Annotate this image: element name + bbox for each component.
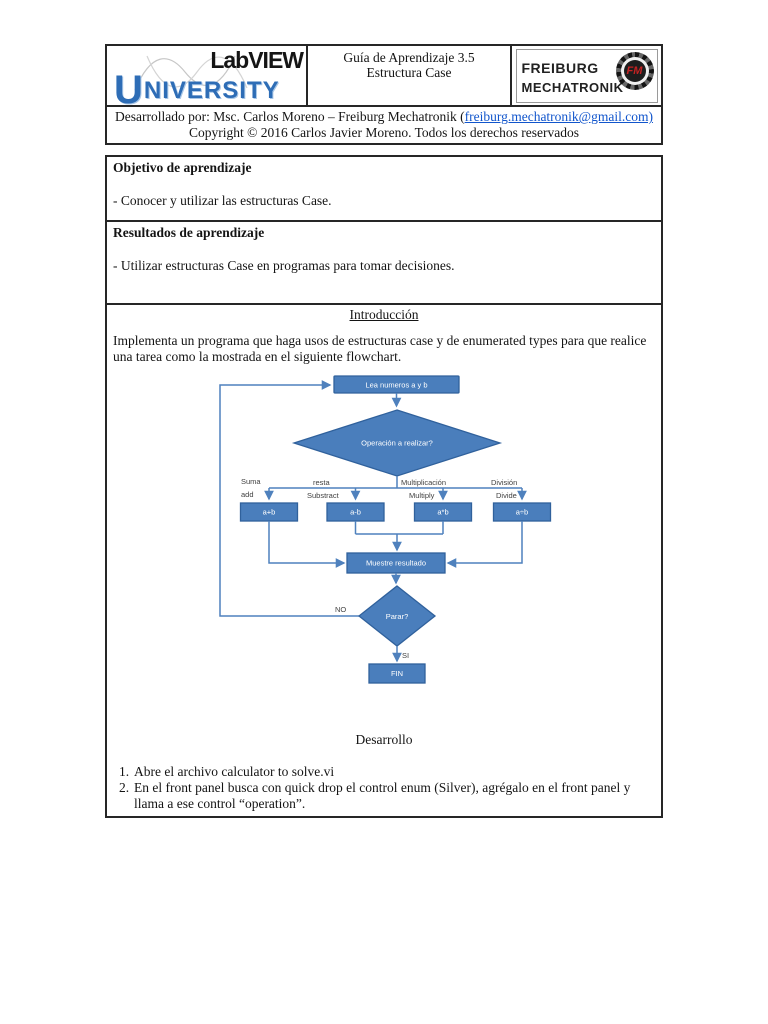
list-item: 2. En el front panel busca con quick dro…	[107, 780, 661, 812]
doc-title-line1: Guía de Aprendizaje 3.5	[343, 50, 475, 65]
no-label: NO	[335, 605, 346, 614]
result-label: Muestre resultado	[366, 559, 426, 568]
op-add-label: a+b	[263, 508, 276, 517]
flow-loop-no	[219, 380, 359, 617]
freiburg-logo-cell: FREIBURG MECHATRONIK FM	[512, 46, 661, 105]
branch-label-multiply: Multiply	[409, 491, 435, 500]
gear-emblem-icon: FM	[615, 51, 654, 90]
header-credits: Desarrollado por: Msc. Carlos Moreno – F…	[107, 107, 661, 143]
objective-body: - Conocer y utilizar las estructuras Cas…	[113, 193, 332, 208]
introduction-paragraph: Implementa un programa que haga usos de …	[113, 333, 647, 364]
step-text: Abre el archivo calculator to solve.vi	[134, 764, 335, 779]
development-heading: Desarrollo	[355, 732, 413, 747]
university-u-letter: U	[114, 68, 144, 105]
end-box	[368, 663, 426, 684]
op-sub-label: a-b	[350, 508, 361, 517]
university-wordmark: UNIVERSITY	[114, 70, 280, 105]
flow-div-to-result	[446, 521, 523, 568]
branch-label-add: add	[241, 490, 254, 499]
fm-monogram: FM	[623, 59, 646, 82]
flow-sub-mul-join	[354, 521, 444, 535]
labview-wordmark: LabVIEW	[210, 47, 304, 73]
development-steps: 1. Abre el archivo calculator to solve.v…	[107, 764, 661, 812]
step-text: En el front panel busca con quick drop e…	[134, 780, 631, 811]
step-number: 2.	[119, 780, 130, 795]
branch-label-divide: Divide	[496, 491, 517, 500]
labview-university-logo: LabVIEW UNIVERSITY	[107, 46, 308, 105]
freiburg-mechatronik-logo: FREIBURG MECHATRONIK FM	[515, 48, 658, 103]
flow-add-to-result	[268, 521, 346, 568]
gear-inner-ring: FM	[620, 56, 649, 85]
results-body: - Utilizar estructuras Case en programas…	[113, 258, 455, 273]
stop-label: Parar?	[386, 612, 409, 621]
flowchart-diagram: Lea numeros a y b Operación a realizar? …	[219, 375, 552, 684]
copyright-line: Copyright © 2016 Carlos Javier Moreno. T…	[189, 124, 579, 140]
results-heading: Resultados de aprendizaje	[113, 225, 265, 240]
start-box-label: Lea numeros a y b	[365, 381, 427, 390]
mechatronik-word: MECHATRONIK	[521, 79, 624, 95]
header-table: LabVIEW UNIVERSITY Guía de Aprendizaje 3…	[105, 44, 663, 145]
developed-by-line: Desarrollado por: Msc. Carlos Moreno – F…	[115, 109, 653, 124]
section-introduction: Introducción Implementa un programa que …	[107, 307, 661, 816]
section-objective: Objetivo de aprendizaje - Conocer y util…	[107, 157, 661, 222]
branch-label-suma: Suma	[241, 477, 261, 486]
yes-label: SI	[402, 651, 409, 660]
op-mul-label: a*b	[437, 508, 448, 517]
email-link[interactable]: freiburg.mechatronik@gmail.com)	[464, 109, 653, 124]
branch-label-division: División	[491, 478, 517, 487]
flow-branch-trunk	[269, 476, 522, 489]
introduction-heading: Introducción	[349, 307, 419, 322]
content-table: Objetivo de aprendizaje - Conocer y util…	[105, 155, 663, 818]
doc-title-line2: Estructura Case	[366, 65, 452, 80]
freiburg-word: FREIBURG	[521, 59, 599, 76]
decision-label: Operación a realizar?	[361, 439, 433, 448]
section-results: Resultados de aprendizaje - Utilizar est…	[107, 222, 661, 305]
document-title-cell: Guía de Aprendizaje 3.5 Estructura Case	[308, 46, 512, 105]
branch-label-multiplicacion: Multiplicación	[401, 478, 446, 487]
branch-label-resta: resta	[313, 478, 331, 487]
list-item: 1. Abre el archivo calculator to solve.v…	[107, 764, 661, 780]
branch-label-substract: Substract	[307, 491, 340, 500]
header-row-logos: LabVIEW UNIVERSITY Guía de Aprendizaje 3…	[107, 46, 661, 107]
op-div-label: a÷b	[516, 508, 528, 517]
end-label: FIN	[391, 669, 403, 678]
sine-waves-icon	[134, 55, 248, 91]
objective-heading: Objetivo de aprendizaje	[113, 160, 252, 175]
step-number: 1.	[119, 764, 130, 779]
